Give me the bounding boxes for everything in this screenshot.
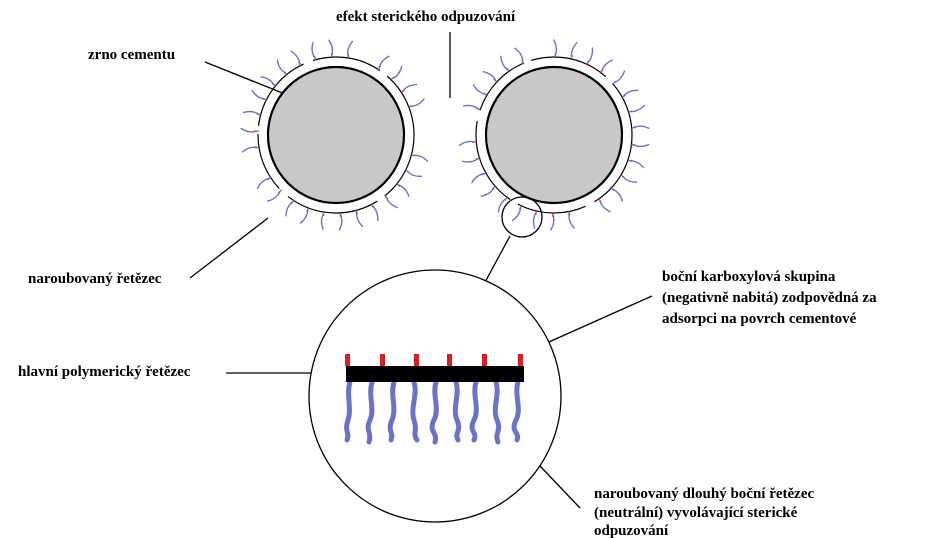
label-cement-grain: zrno cementu bbox=[88, 46, 175, 65]
label-side-chain-2: (neutrální) vyvolávající sterické bbox=[594, 504, 797, 523]
grafted-chain bbox=[348, 41, 353, 57]
label-steric-effect: efekt sterického odpuzování bbox=[336, 8, 515, 27]
leader-grafted-chain bbox=[190, 218, 268, 278]
cement-grain-right bbox=[486, 67, 622, 203]
carboxyl-group bbox=[518, 354, 523, 366]
label-carboxyl-group-3: adsorpci na povrch cementové bbox=[662, 310, 856, 329]
carboxyl-group bbox=[380, 354, 385, 366]
side-chain bbox=[347, 382, 350, 440]
zoom-region-circle bbox=[502, 197, 542, 237]
cement-grain-left bbox=[268, 67, 404, 203]
carboxyl-group bbox=[447, 354, 452, 366]
label-grafted-chain: naroubovaný řetězec bbox=[28, 270, 161, 289]
carboxyl-group bbox=[414, 354, 419, 366]
grafted-chain bbox=[243, 147, 259, 152]
cement-particle-left bbox=[241, 40, 427, 230]
label-carboxyl-group-1: boční karboxylová skupina bbox=[662, 268, 835, 287]
grafted-chain bbox=[632, 145, 648, 147]
grafted-chain bbox=[339, 214, 341, 230]
label-carboxyl-group-2: (negativně nabitá) zodpovědná za bbox=[662, 289, 877, 308]
cement-particle-right bbox=[460, 40, 649, 230]
grafted-chain bbox=[460, 141, 476, 145]
label-main-chain: hlavní polymerický řetězec bbox=[18, 363, 190, 382]
carboxyl-group bbox=[482, 354, 487, 366]
carboxyl-group bbox=[345, 354, 350, 366]
label-side-chain-1: naroubovaný dlouhý boční řetězec bbox=[594, 485, 814, 504]
label-side-chain-3: odpuzování bbox=[594, 522, 668, 538]
grafted-chain bbox=[241, 129, 257, 132]
grafted-chain bbox=[329, 40, 333, 56]
magnified-view bbox=[309, 270, 561, 522]
zoom-connector bbox=[484, 236, 510, 284]
main-polymer-backbone bbox=[346, 366, 524, 382]
